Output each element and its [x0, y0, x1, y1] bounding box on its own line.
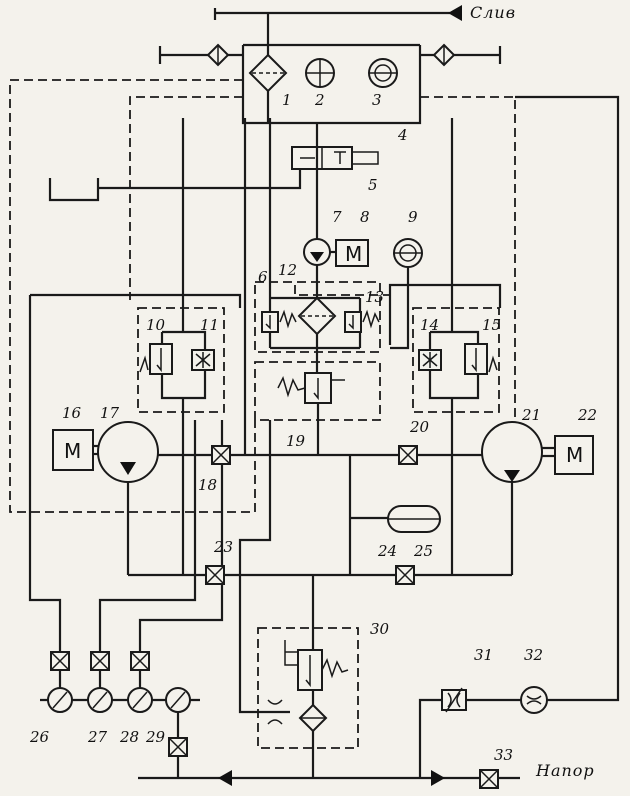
motor-16-letter: M	[64, 439, 81, 463]
block-30-frame	[257, 627, 359, 749]
open-tank	[48, 178, 100, 202]
gauge-3-icon	[368, 58, 398, 88]
motor-16: M	[52, 429, 100, 471]
number-24: 24	[377, 542, 397, 560]
coupling-29-icon	[168, 737, 188, 757]
number-25: 25	[413, 542, 433, 560]
number-32: 32	[524, 646, 543, 664]
filter-30-icon	[298, 703, 328, 733]
throttle-30-icon	[267, 699, 283, 725]
number-13: 13	[365, 288, 384, 306]
number-1: 1	[282, 91, 292, 109]
valve-10	[139, 343, 173, 375]
pressure-arrow-left-icon	[218, 770, 232, 786]
gauge-32-icon	[520, 686, 548, 714]
motor-8: M	[335, 239, 369, 267]
tank-right-fitting	[420, 43, 502, 67]
filter-12-icon	[297, 296, 337, 336]
line-f	[28, 295, 62, 655]
pump-7-icon	[303, 238, 336, 266]
drain-line	[213, 5, 462, 55]
number-20: 20	[409, 418, 430, 436]
number-31: 31	[474, 646, 493, 664]
number-19: 19	[286, 432, 306, 450]
number-18: 18	[198, 476, 217, 494]
number-17: 17	[100, 404, 120, 422]
pump-21-icon	[481, 421, 543, 483]
number-6: 6	[258, 268, 268, 286]
motor-22: M	[542, 435, 594, 475]
directional-valve-5	[291, 146, 379, 170]
coupling-20-icon	[398, 445, 418, 465]
block-10-11-frame	[137, 307, 225, 413]
number-29: 29	[145, 728, 166, 746]
throttle-14	[418, 349, 442, 371]
coupling-33-icon	[479, 769, 499, 789]
relief-valve-6	[261, 298, 297, 348]
gauge-26-icon	[47, 687, 73, 713]
number-14: 14	[420, 316, 439, 334]
number-4: 4	[397, 126, 408, 144]
coupling-28-icon	[130, 651, 150, 671]
component-numbers: 1 2 3 4 5 6 7 8 9 10 11 12 13 14 15 16 1…	[29, 91, 597, 764]
block-14-15-frame	[412, 307, 500, 413]
filter-1-icon	[248, 53, 288, 123]
number-26: 26	[29, 728, 50, 746]
gauge-group-26-29	[40, 651, 200, 778]
number-16: 16	[62, 404, 82, 422]
inner-left-drain	[129, 96, 243, 300]
pressure-valve-30	[284, 628, 349, 705]
gauge-2-icon	[305, 58, 335, 88]
number-12: 12	[278, 261, 297, 279]
gauge-28-icon	[127, 687, 153, 713]
valve-5-line	[98, 169, 302, 190]
drain-label: Слив	[470, 3, 516, 22]
number-15: 15	[482, 316, 501, 334]
gauge-9-icon	[393, 238, 423, 268]
right-drain	[420, 96, 516, 420]
number-23: 23	[213, 538, 233, 556]
number-11: 11	[200, 316, 219, 334]
coupling-18-icon	[211, 445, 231, 465]
number-5: 5	[368, 176, 378, 194]
outer-left-drain	[9, 79, 256, 513]
throttle-31-icon	[441, 687, 467, 713]
gauge-9-line	[390, 267, 410, 350]
number-30: 30	[370, 620, 390, 638]
number-8: 8	[360, 208, 370, 226]
gauge-29-icon	[165, 687, 191, 713]
line-e	[30, 293, 242, 308]
number-3: 3	[372, 91, 382, 109]
number-33: 33	[494, 746, 513, 764]
gauge-27-icon	[87, 687, 113, 713]
valve-15	[464, 343, 498, 375]
right-return-line	[418, 95, 620, 778]
throttle-11	[191, 349, 215, 371]
motor-8-letter: M	[345, 242, 362, 266]
motor-22-letter: M	[566, 443, 583, 467]
number-28: 28	[119, 728, 139, 746]
relief-valve-13	[344, 298, 380, 348]
accumulator-24-icon	[387, 505, 441, 533]
number-10: 10	[146, 316, 166, 334]
tank-left-fitting	[158, 43, 243, 67]
pressure-valve-19	[277, 372, 345, 455]
number-27: 27	[87, 728, 108, 746]
tank-4	[241, 43, 422, 125]
number-21: 21	[521, 406, 541, 424]
pressure-arrow-right-icon	[431, 770, 445, 786]
pump-17-icon	[97, 421, 159, 483]
number-9: 9	[408, 208, 418, 226]
number-7: 7	[332, 208, 342, 226]
coupling-27-icon	[90, 651, 110, 671]
coupling-25-icon	[395, 565, 415, 585]
coupling-23-icon	[205, 565, 225, 585]
drain-arrow-icon	[448, 5, 462, 21]
number-22: 22	[577, 406, 597, 424]
pressure-label: Напор	[535, 761, 595, 780]
number-2: 2	[314, 91, 325, 109]
coupling-26-icon	[50, 651, 70, 671]
